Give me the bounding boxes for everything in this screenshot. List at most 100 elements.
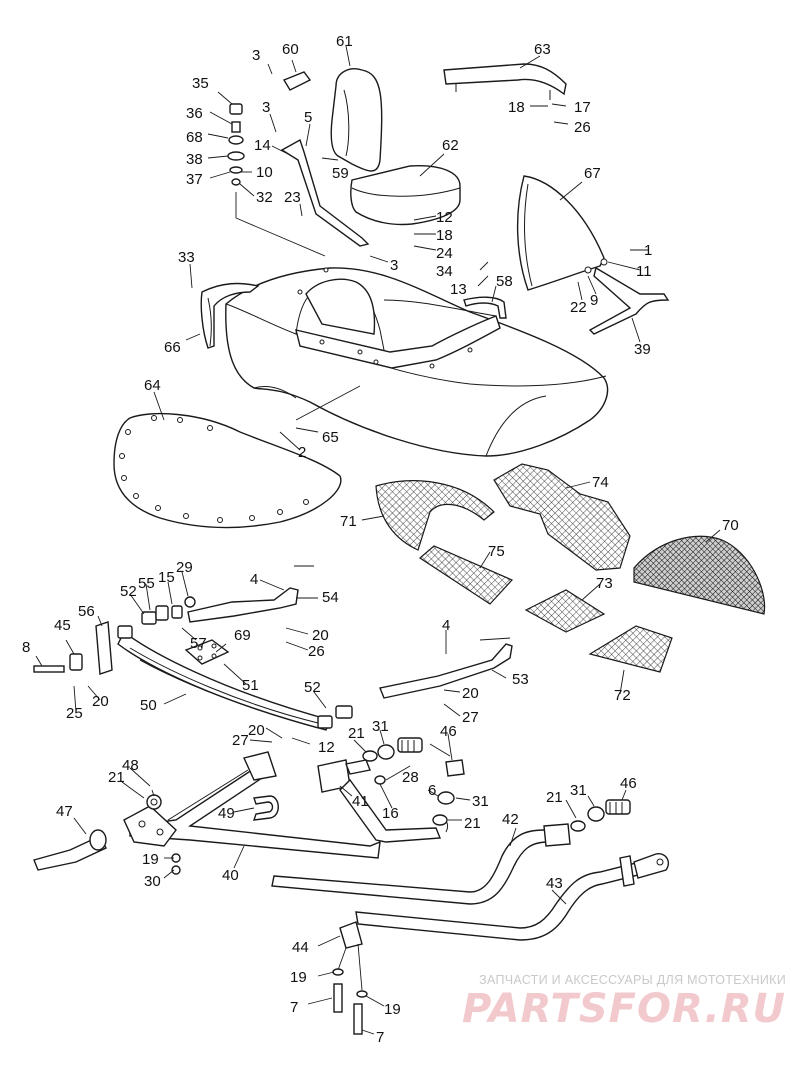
callout: 60 xyxy=(282,41,299,58)
adjuster-46-a xyxy=(397,737,423,753)
callout: 18 xyxy=(436,227,453,244)
spring-mount-bracket xyxy=(95,621,113,675)
mat-70 xyxy=(633,535,766,615)
callout: 31 xyxy=(472,793,489,810)
callout-labels: 1 2 3 3 3 4 4 5 6 7 7 8 9 10 11 12 12 13… xyxy=(22,33,739,1046)
callout: 66 xyxy=(164,339,181,356)
callout: 68 xyxy=(186,129,203,146)
grab-handle-group xyxy=(443,63,567,100)
callout: 28 xyxy=(402,769,419,786)
upper-arm-group xyxy=(187,565,513,699)
callout: 11 xyxy=(636,263,652,280)
callout: 37 xyxy=(186,171,203,188)
callout: 4 xyxy=(442,617,450,634)
sidecar-body xyxy=(225,267,609,457)
callout: 2 xyxy=(298,444,306,461)
spring-bushing-right xyxy=(317,715,333,729)
mesh-mats xyxy=(375,463,766,673)
watermark-logo: PARTSFOR.RU xyxy=(461,986,786,1032)
seat-in-body xyxy=(305,278,376,335)
callout: 29 xyxy=(176,559,193,576)
callout: 21 xyxy=(464,815,481,832)
callout: 16 xyxy=(382,805,399,822)
spacer-45 xyxy=(69,653,83,671)
callout: 52 xyxy=(304,679,321,696)
brake-rod-43 xyxy=(355,853,670,941)
callout: 46 xyxy=(620,775,637,792)
callout: 35 xyxy=(192,75,209,92)
bushing-stack-52-55 xyxy=(141,596,353,719)
callout: 69 xyxy=(234,627,251,644)
mudguard-flap-group xyxy=(200,282,260,349)
callout: 49 xyxy=(218,805,235,822)
callout: 47 xyxy=(56,803,73,820)
seat-cushion xyxy=(350,164,461,226)
callout: 21 xyxy=(348,725,365,742)
mudguard-flap xyxy=(200,282,260,349)
callout: 71 xyxy=(340,513,357,530)
callout: 42 xyxy=(502,811,519,828)
cockpit-rim xyxy=(295,315,501,369)
washer-21-b xyxy=(432,814,448,826)
watermark: ЗАПЧАСТИ И АКСЕССУАРЫ ДЛЯ МОТОТЕХНИКИ PA… xyxy=(462,973,786,1031)
callout: 73 xyxy=(596,575,613,592)
callout: 8 xyxy=(22,639,30,656)
spring-plate xyxy=(184,639,230,665)
callout: 9 xyxy=(590,292,598,309)
callout: 26 xyxy=(308,643,325,660)
callout: 50 xyxy=(140,697,157,714)
washer-21-a xyxy=(362,750,378,762)
leader-lines xyxy=(35,45,721,1035)
callout: 56 xyxy=(78,603,95,620)
callout: 18 xyxy=(508,99,525,116)
callout: 38 xyxy=(186,151,203,168)
axle-47 xyxy=(33,805,177,871)
u-bolt-49 xyxy=(252,795,279,821)
callout: 7 xyxy=(376,1029,384,1046)
callout: 23 xyxy=(284,189,301,206)
callout: 26 xyxy=(574,119,591,136)
callout: 46 xyxy=(440,723,457,740)
callout: 1 xyxy=(644,242,652,259)
bolt-8 xyxy=(33,665,65,673)
callout: 5 xyxy=(304,109,312,126)
callout: 20 xyxy=(462,685,479,702)
callout: 33 xyxy=(178,249,195,266)
callout: 30 xyxy=(144,873,161,890)
callout: 3 xyxy=(262,99,270,116)
callout: 13 xyxy=(450,281,467,298)
callout: 39 xyxy=(634,341,651,358)
brake-hardware xyxy=(362,737,631,832)
callout: 12 xyxy=(436,209,453,226)
callout: 19 xyxy=(384,1001,401,1018)
upper-arm-53 xyxy=(379,643,513,699)
callout: 64 xyxy=(144,377,161,394)
callout: 31 xyxy=(372,718,389,735)
strut-rod xyxy=(339,778,442,843)
backrest-group xyxy=(280,68,383,247)
callout: 45 xyxy=(54,617,71,634)
callout: 51 xyxy=(242,677,259,694)
callout: 19 xyxy=(290,969,307,986)
mat-74 xyxy=(493,463,631,571)
nut-31-b xyxy=(437,791,455,805)
under-cover-panel xyxy=(113,412,342,529)
backrest-plate xyxy=(282,71,312,91)
callout: 22 xyxy=(570,299,587,316)
callout: 65 xyxy=(322,429,339,446)
seat-cushion-group xyxy=(350,164,461,226)
callout: 20 xyxy=(92,693,109,710)
mat-72 xyxy=(588,625,673,673)
callout: 14 xyxy=(254,137,271,154)
callout: 19 xyxy=(142,851,159,868)
windscreen-bracket xyxy=(588,266,670,335)
callout: 58 xyxy=(496,273,513,290)
callout: 7 xyxy=(290,999,298,1016)
under-cover-rivets xyxy=(119,415,309,523)
callout: 61 xyxy=(336,33,353,50)
leaf-spring xyxy=(117,630,331,731)
watermark-subtitle: ЗАПЧАСТИ И АКСЕССУАРЫ ДЛЯ МОТОТЕХНИКИ xyxy=(479,973,786,987)
callout: 48 xyxy=(122,757,139,774)
callout: 20 xyxy=(312,627,329,644)
callout: 70 xyxy=(722,517,739,534)
